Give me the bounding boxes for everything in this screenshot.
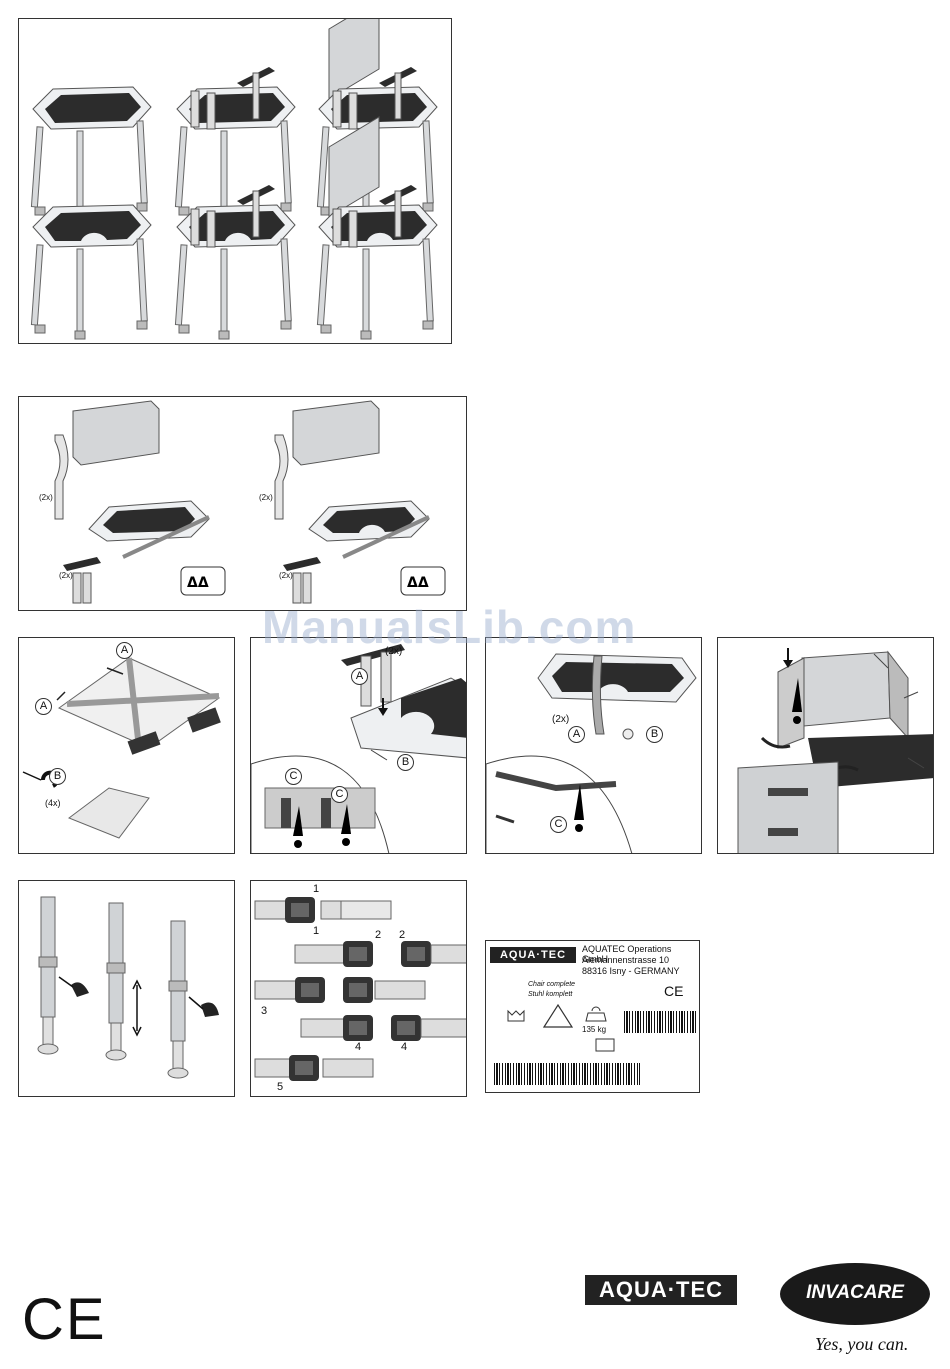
configurations-panel [18,18,452,344]
step-belt-panel: 1 1 2 2 3 4 4 5 [250,880,467,1097]
marker-a-top: A [116,642,133,659]
watermark: ManualsLib.com [262,600,636,654]
max-load-icon [586,1007,606,1021]
parts-panel: ΔΔ (2x) (2x) (2x) (2x) [18,396,467,611]
step-5-label: 5 [277,1081,283,1093]
step-2-label: 2 [375,929,381,941]
qty-backrest-label-b: (2x) [259,493,273,502]
barcode-right [624,1011,696,1033]
step-4-label: 4 [355,1041,361,1053]
step-backrest-posts-panel: (2x) A B C [485,637,702,854]
belt-buckle-illustration [251,881,467,1097]
step-4b-label: 4 [401,1041,407,1053]
marker-a-left: A [35,698,52,715]
chair-configurations-illustration [19,19,452,344]
qty-post-label: (2x) [552,714,569,725]
barcode-bottom [494,1063,640,1085]
manufacturer-icon [508,1011,524,1021]
step-1-label: 1 [313,883,319,895]
step-3-label: 3 [261,1005,267,1017]
step-1b-label: 1 [313,925,319,937]
aquatec-logo: AQUA·TEC [585,1275,737,1305]
backrest-attach-illustration [718,638,934,854]
marker-b: B [646,726,663,743]
invacare-logo-text: INVACARE [780,1282,930,1304]
step-backrest-panel [717,637,934,854]
qty-feet-label: (4x) [45,798,61,808]
parts-illustration: ΔΔ [19,397,467,611]
backrest-posts-illustration [486,638,702,854]
step-armrest-panel: (2x) A B C C [250,637,467,854]
warning-triangle-icon [544,1005,572,1027]
leg-assembly-illustration [19,638,235,854]
qty-armrest-label: (2x) [59,571,73,580]
qty-backrest-label: (2x) [39,493,53,502]
marker-a: A [568,726,585,743]
marker-a: A [351,668,368,685]
marker-c-left: C [285,768,302,785]
step-feet-panel [18,880,235,1097]
marker-b: B [397,754,414,771]
ce-mark: CE [22,1286,107,1353]
marker-b: B [49,768,66,785]
marker-c: C [550,816,567,833]
slogan: Yes, you can. [815,1334,908,1355]
step-2b-label: 2 [399,929,405,941]
feet-illustration [19,881,235,1097]
max-load-value: 135 kg [582,1025,606,1034]
qty-armrest-label-b: (2x) [279,571,293,580]
product-label: AQUA·TEC AQUATEC Operations GmbH Alemann… [485,940,700,1093]
invacare-logo: INVACARE [780,1263,930,1325]
step-legs-panel: A A B (4x) [18,637,235,854]
marker-c-right: C [331,786,348,803]
